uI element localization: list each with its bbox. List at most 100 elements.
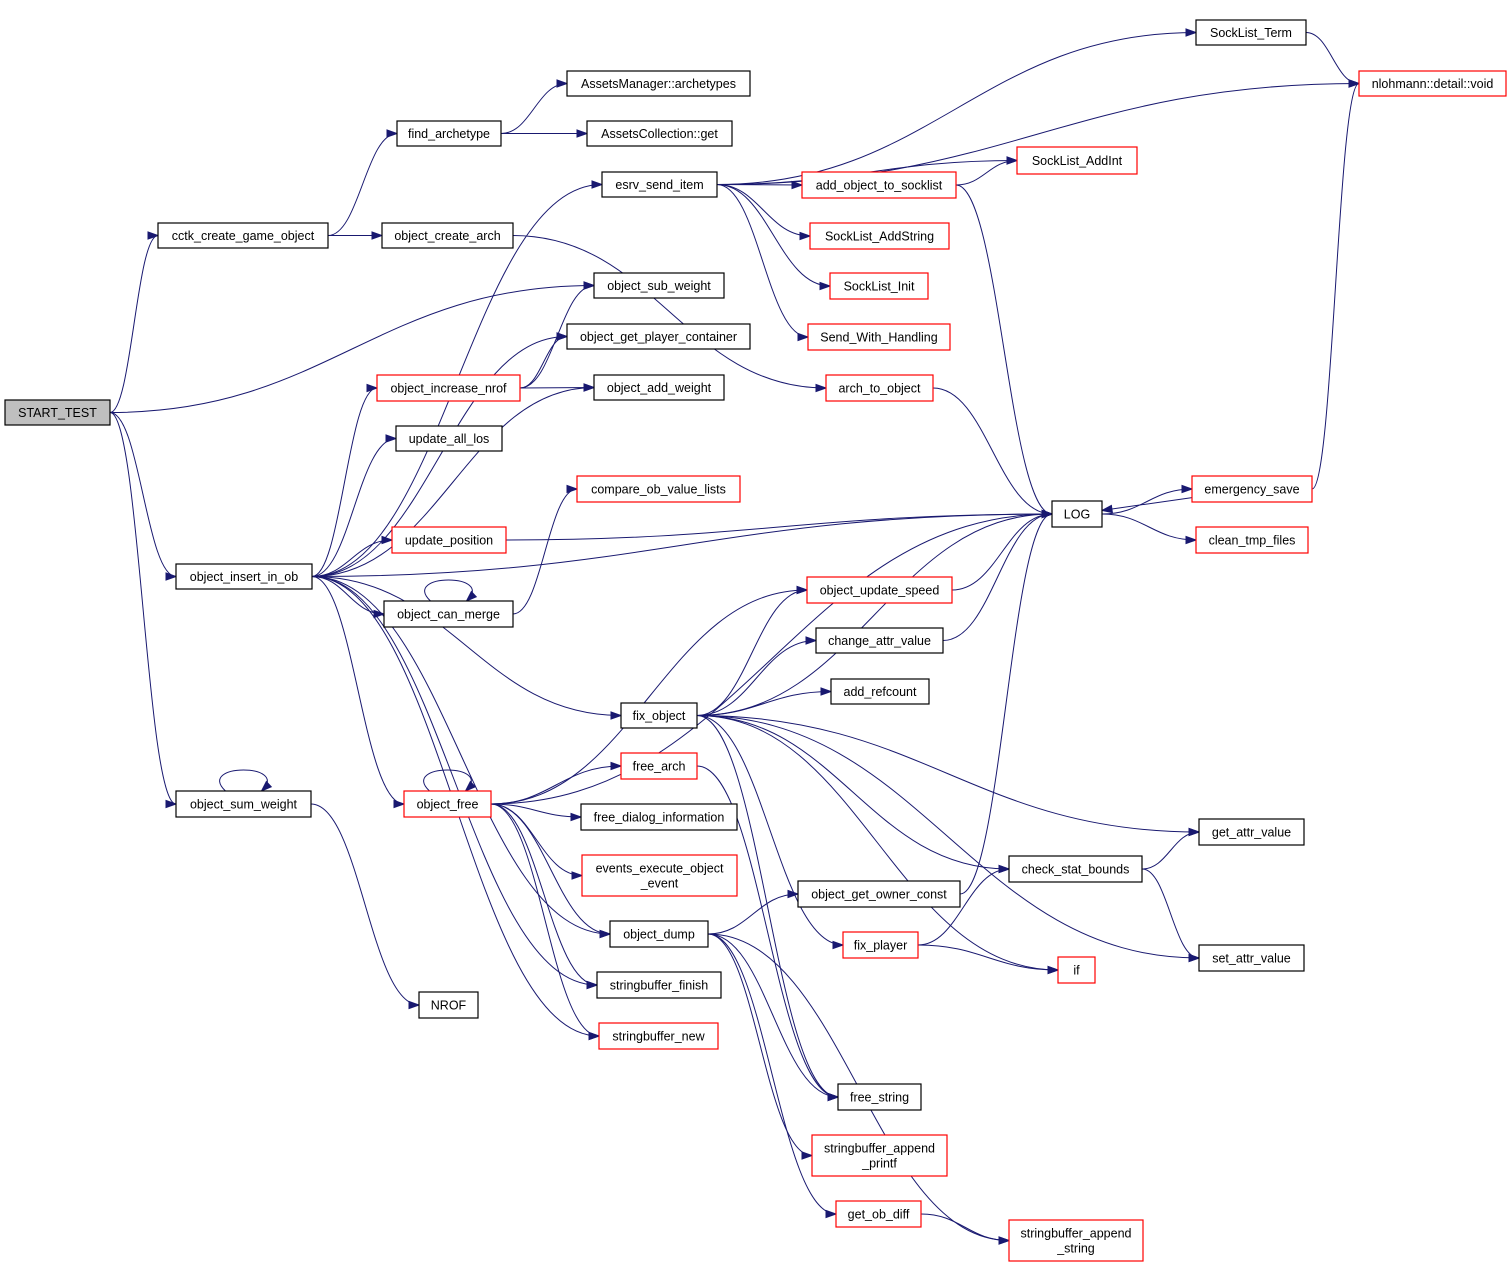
node-box-compare_ob_value_lists	[576, 475, 741, 503]
node-events_execute_object_event[interactable]: events_execute_object_event	[581, 854, 738, 897]
node-check_stat_bounds[interactable]: check_stat_bounds	[1008, 855, 1143, 883]
node-label-update_position: update_position	[405, 534, 493, 548]
edge-fix_object-to-change_attr_value-line	[696, 640, 817, 716]
edge-object_sum_weight-to-nrof	[310, 803, 421, 1010]
node-start_test[interactable]: START_TEST	[4, 399, 111, 426]
node-object_dump[interactable]: object_dump	[609, 920, 709, 948]
edge-start_test-to-object_sub_weight-line	[109, 285, 595, 413]
edge-object_free-to-events_execute_object_event-line	[490, 803, 583, 876]
edge-get_ob_diff-to-stringbuffer_append_string-line	[920, 1213, 1010, 1241]
node-change_attr_value[interactable]: change_attr_value	[815, 627, 944, 654]
edge-object_insert_in_ob-to-fix_object-arrowhead	[610, 711, 623, 720]
node-emergency_save[interactable]: emergency_save	[1191, 475, 1313, 503]
node-if[interactable]: if	[1057, 956, 1096, 984]
node-label-stringbuffer_finish: stringbuffer_finish	[610, 979, 708, 993]
node-arch_to_object[interactable]: arch_to_object	[825, 374, 934, 402]
node-stringbuffer_finish[interactable]: stringbuffer_finish	[596, 971, 722, 999]
node-socklist_init[interactable]: SockList_Init	[829, 272, 929, 300]
node-get_ob_diff[interactable]: get_ob_diff	[835, 1200, 922, 1228]
node-object_free[interactable]: object_free	[403, 790, 492, 818]
node-nlohmann_void[interactable]: nlohmann::detail::void	[1358, 70, 1507, 97]
edge-log-to-emergency_save-arrowhead	[1181, 484, 1194, 494]
edge-object_get_owner_const-to-log-line	[959, 513, 1053, 895]
node-send_with_handling[interactable]: Send_With_Handling	[807, 323, 951, 351]
node-label-esrv_send_item: esrv_send_item	[615, 178, 703, 192]
node-add_object_to_socklist[interactable]: add_object_to_socklist	[801, 171, 957, 199]
node-nrof[interactable]: NROF	[418, 991, 479, 1019]
edge-object_dump-to-free_string	[707, 933, 840, 1102]
edge-fix_object-to-free_string-line	[696, 715, 839, 1098]
node-clean_tmp_files[interactable]: clean_tmp_files	[1195, 526, 1309, 554]
edge-start_test-to-cctk_create_game_object	[109, 231, 160, 413]
edge-check_stat_bounds-to-set_attr_value	[1141, 868, 1201, 963]
edge-find_archetype-to-assetsmanager_archetypes-line	[500, 83, 568, 134]
node-fix_object[interactable]: fix_object	[620, 702, 698, 729]
node-label-object_get_player_container: object_get_player_container	[580, 330, 737, 344]
node-object_get_owner_const[interactable]: object_get_owner_const	[797, 880, 961, 908]
node-label-clean_tmp_files: clean_tmp_files	[1209, 534, 1296, 548]
edge-cctk_create_game_object-to-object_create_arch	[328, 231, 384, 240]
edge-object_insert_in_ob-to-stringbuffer_finish	[311, 576, 599, 990]
edge-fix_object-to-add_refcount-arrowhead	[820, 687, 833, 696]
node-free_dialog_information[interactable]: free_dialog_information	[580, 803, 738, 831]
edge-cctk_create_game_object-to-find_archetype-arrowhead	[386, 129, 399, 138]
node-esrv_send_item[interactable]: esrv_send_item	[601, 171, 718, 198]
node-object_get_player_container[interactable]: object_get_player_container	[566, 323, 751, 350]
node-object_sub_weight[interactable]: object_sub_weight	[593, 272, 725, 299]
edge-object_free-to-object_dump-arrowhead	[599, 929, 612, 939]
node-compare_ob_value_lists[interactable]: compare_ob_value_lists	[576, 475, 741, 503]
edge-object_sum_weight-to-nrof-line	[310, 803, 420, 1006]
node-box-stringbuffer_append_string	[1008, 1219, 1144, 1262]
node-cctk_create_game_object[interactable]: cctk_create_game_object	[157, 222, 329, 249]
node-stringbuffer_append_printf[interactable]: stringbuffer_append_printf	[811, 1134, 948, 1177]
edge-fix_object-to-get_attr_value	[696, 715, 1201, 837]
node-label-nlohmann_void: nlohmann::detail::void	[1372, 77, 1494, 91]
node-free_string[interactable]: free_string	[837, 1083, 922, 1111]
node-add_refcount[interactable]: add_refcount	[830, 678, 930, 705]
node-stringbuffer_append_string[interactable]: stringbuffer_append_string	[1008, 1219, 1144, 1262]
node-update_position[interactable]: update_position	[391, 526, 507, 554]
edge-fix_object-to-fix_player	[696, 715, 845, 950]
edge-log-to-clean_tmp_files	[1101, 513, 1198, 545]
node-stringbuffer_new[interactable]: stringbuffer_new	[598, 1022, 719, 1050]
node-free_arch[interactable]: free_arch	[620, 752, 698, 780]
edge-fix_object-to-set_attr_value	[696, 715, 1201, 963]
node-object_sum_weight[interactable]: object_sum_weight	[175, 790, 312, 818]
node-socklist_term[interactable]: SockList_Term	[1195, 19, 1307, 46]
edge-object_free-to-free_dialog_information-arrowhead	[570, 812, 583, 822]
edge-object_insert_in_ob-to-object_add_weight	[311, 383, 596, 577]
node-log[interactable]: LOG	[1051, 500, 1103, 528]
node-object_increase_nrof[interactable]: object_increase_nrof	[376, 374, 521, 402]
edge-object_increase_nrof-to-object_get_player_container	[519, 332, 569, 389]
node-label-arch_to_object: arch_to_object	[838, 382, 921, 396]
node-assetscollection_get[interactable]: AssetsCollection::get	[586, 120, 733, 147]
node-object_can_merge[interactable]: object_can_merge	[383, 600, 514, 628]
node-set_attr_value[interactable]: set_attr_value	[1198, 944, 1305, 972]
node-socklist_addstring[interactable]: SockList_AddString	[809, 222, 950, 250]
node-find_archetype[interactable]: find_archetype	[396, 120, 502, 147]
node-object_update_speed[interactable]: object_update_speed	[806, 576, 953, 604]
node-box-assetscollection_get	[586, 120, 733, 147]
node-get_attr_value[interactable]: get_attr_value	[1198, 818, 1305, 846]
edge-object_insert_in_ob-to-object_get_player_container-line	[311, 336, 568, 577]
node-fix_player[interactable]: fix_player	[842, 931, 919, 959]
node-box-stringbuffer_new	[598, 1022, 719, 1050]
node-label-socklist_init: SockList_Init	[844, 280, 915, 294]
edge-object_update_speed-to-log-line	[951, 513, 1053, 591]
edge-object_insert_in_ob-to-object_dump-line	[311, 576, 611, 935]
node-socklist_addint[interactable]: SockList_AddInt	[1016, 146, 1138, 175]
edge-check_stat_bounds-to-get_attr_value-arrowhead	[1188, 827, 1201, 837]
node-object_create_arch[interactable]: object_create_arch	[381, 222, 514, 249]
node-box-add_object_to_socklist	[801, 171, 957, 199]
edge-start_test-to-object_sum_weight-arrowhead	[165, 799, 178, 809]
node-object_insert_in_ob[interactable]: object_insert_in_ob	[175, 563, 313, 590]
edge-fix_player-to-if	[917, 944, 1060, 975]
node-update_all_los[interactable]: update_all_los	[395, 425, 503, 452]
node-label-free_string: free_string	[850, 1091, 909, 1105]
edge-object_can_merge-to-object_can_merge-line	[424, 579, 473, 602]
node-object_add_weight[interactable]: object_add_weight	[593, 374, 725, 401]
edge-object_free-to-stringbuffer_finish-line	[490, 803, 598, 986]
edge-object_free-to-stringbuffer_new-arrowhead	[588, 1031, 601, 1041]
edge-object_get_owner_const-to-log	[959, 509, 1054, 895]
node-assetsmanager_archetypes[interactable]: AssetsManager::archetypes	[566, 70, 751, 97]
